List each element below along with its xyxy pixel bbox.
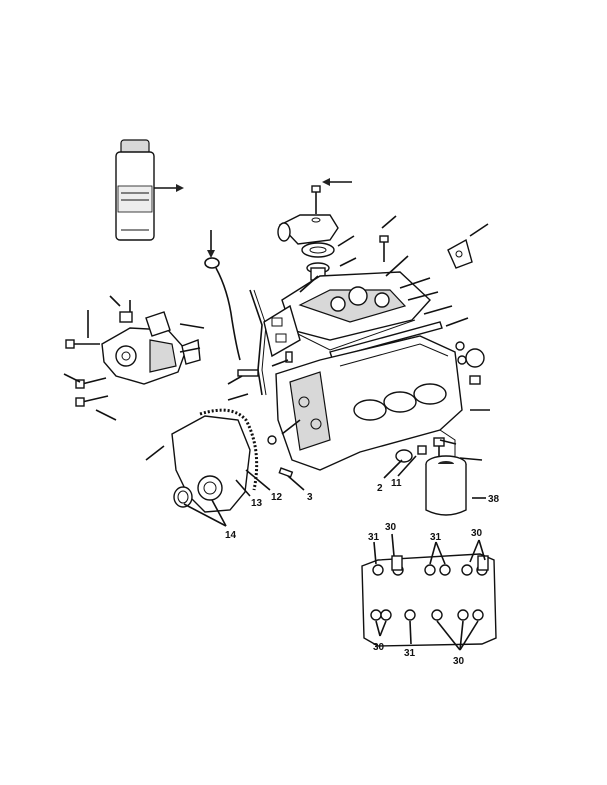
detail-callout-31: 31 bbox=[404, 648, 416, 659]
thermostat-housing bbox=[277, 178, 352, 245]
water-pump-gasket bbox=[145, 311, 201, 365]
detail-callout-30: 30 bbox=[471, 528, 483, 539]
manifold-bolt bbox=[379, 235, 389, 262]
numbered-leaders bbox=[183, 455, 417, 527]
manifold-end-seal bbox=[329, 321, 443, 359]
water-pump bbox=[101, 311, 187, 385]
freeze-plugs bbox=[455, 341, 485, 385]
detail-callout-31: 31 bbox=[368, 532, 380, 543]
thermostat-gasket bbox=[301, 242, 335, 258]
intake-gasket bbox=[263, 304, 301, 358]
callout-38: 38 bbox=[488, 494, 500, 505]
detail-callout-30: 30 bbox=[453, 656, 465, 667]
dipstick bbox=[204, 230, 241, 361]
oil-pressure-sender bbox=[433, 437, 445, 456]
dowel-pin bbox=[267, 351, 294, 478]
intake-manifold bbox=[281, 271, 431, 351]
timing-cover bbox=[171, 415, 251, 513]
callout-11: 11 bbox=[391, 478, 402, 489]
callout-labels: 2 11 38 12 13 3 14 30 31 31 30 30 31 30 bbox=[225, 478, 500, 667]
crank-seal bbox=[173, 486, 193, 508]
dipstick-tube bbox=[237, 289, 267, 396]
callout-3: 3 bbox=[307, 492, 313, 503]
detail-callout-31: 31 bbox=[430, 532, 442, 543]
timing-chain bbox=[199, 408, 259, 491]
detail-inset-block-deck bbox=[361, 533, 497, 651]
water-pump-bolts bbox=[65, 339, 109, 407]
callout-14: 14 bbox=[225, 530, 237, 541]
callout-13: 13 bbox=[251, 498, 263, 509]
callout-12: 12 bbox=[271, 492, 283, 503]
leader-lines bbox=[63, 215, 490, 461]
detail-callout-30: 30 bbox=[373, 642, 385, 653]
sealant-spray-can bbox=[115, 139, 184, 241]
engine-block bbox=[275, 335, 463, 471]
manifold-bracket bbox=[447, 238, 473, 269]
callout-2: 2 bbox=[377, 483, 383, 494]
block-plug bbox=[395, 445, 427, 463]
oil-filter bbox=[425, 455, 486, 516]
detail-callout-30: 30 bbox=[385, 522, 397, 533]
